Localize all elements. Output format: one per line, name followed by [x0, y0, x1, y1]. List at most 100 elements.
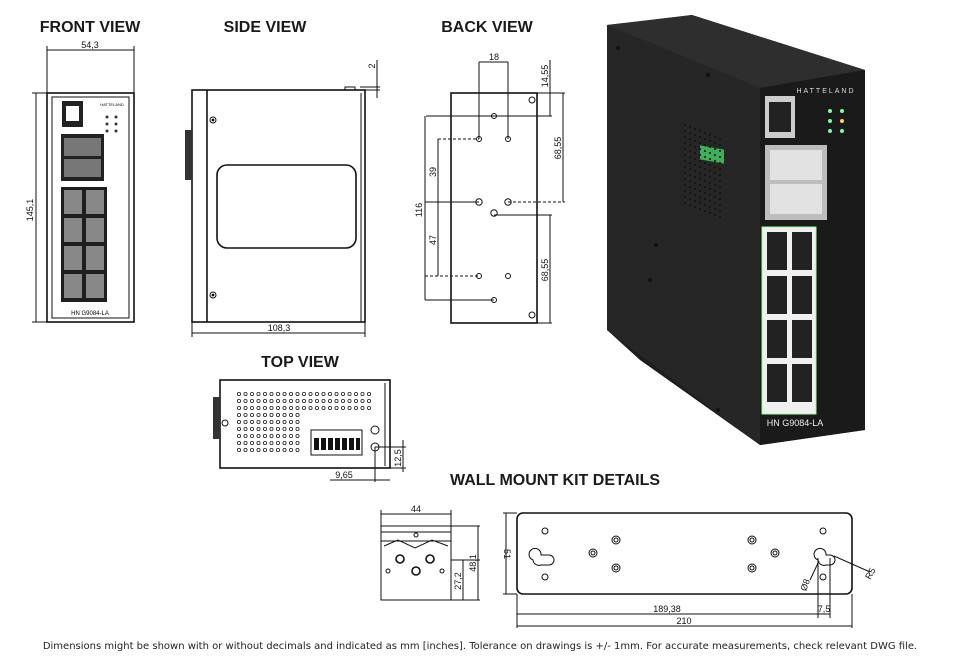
- vent-hole: [704, 198, 706, 200]
- back-68-55-bottom-dim: 68,55: [540, 259, 550, 282]
- vent-hole: [704, 138, 706, 140]
- vent-hole: [282, 426, 287, 431]
- vent-hole: [340, 405, 345, 410]
- vent-hole: [360, 391, 365, 396]
- vent-hole: [275, 433, 280, 438]
- vent-hole: [719, 150, 721, 152]
- vent-hole: [694, 158, 696, 160]
- vent-hole: [714, 208, 716, 210]
- vent-hole: [262, 433, 267, 438]
- vent-hole: [295, 405, 300, 410]
- vent-hole: [236, 426, 241, 431]
- vent-hole: [719, 210, 721, 212]
- vent-hole: [295, 426, 300, 431]
- vent-hole: [699, 136, 701, 138]
- vent-hole: [714, 178, 716, 180]
- vent-hole: [699, 202, 701, 204]
- vent-hole: [694, 194, 696, 196]
- vent-hole: [704, 150, 706, 152]
- top-view-title: TOP VIEW: [261, 354, 340, 371]
- vent-hole: [366, 405, 371, 410]
- vent-hole: [269, 440, 274, 445]
- vent-hole: [689, 186, 691, 188]
- vent-hole: [694, 164, 696, 166]
- vent-hole: [340, 398, 345, 403]
- vent-hole: [269, 398, 274, 403]
- side-depth-dim: 108,3: [268, 323, 291, 333]
- front-view: FRONT VIEW 54,3 145,1 HATTELAND HN G9084…: [25, 19, 141, 323]
- vent-hole: [689, 156, 691, 158]
- vent-hole: [275, 447, 280, 452]
- plate-51-dim: 51: [502, 549, 512, 559]
- vent-hole: [699, 160, 701, 162]
- vent-hole: [321, 398, 326, 403]
- vent-hole: [684, 136, 686, 138]
- vent-hole: [327, 398, 332, 403]
- vent-hole: [684, 166, 686, 168]
- side-offset-dim: 2: [367, 63, 377, 68]
- vent-hole: [684, 130, 686, 132]
- vent-hole: [684, 178, 686, 180]
- vent-hole: [295, 419, 300, 424]
- vent-hole: [334, 391, 339, 396]
- top-view: TOP VIEW 12,5 9,65: [213, 354, 406, 482]
- vent-hole: [295, 391, 300, 396]
- vent-hole: [719, 216, 721, 218]
- vent-hole: [275, 426, 280, 431]
- vent-hole: [699, 208, 701, 210]
- vent-hole: [295, 398, 300, 403]
- vent-hole: [269, 412, 274, 417]
- vent-hole: [699, 178, 701, 180]
- vent-hole: [709, 134, 711, 136]
- vent-hole: [249, 447, 254, 452]
- vent-hole: [684, 172, 686, 174]
- vent-hole: [256, 426, 261, 431]
- vent-hole: [709, 200, 711, 202]
- vent-hole: [249, 440, 254, 445]
- vent-hole: [704, 162, 706, 164]
- vent-hole: [301, 398, 306, 403]
- vent-hole: [689, 126, 691, 128]
- vent-hole: [704, 192, 706, 194]
- vent-hole: [719, 186, 721, 188]
- vent-hole: [714, 148, 716, 150]
- vent-hole: [714, 154, 716, 156]
- vent-hole: [275, 398, 280, 403]
- vent-hole: [243, 419, 248, 424]
- vent-hole: [714, 196, 716, 198]
- vent-hole: [282, 391, 287, 396]
- vent-hole: [282, 398, 287, 403]
- vent-hole: [689, 192, 691, 194]
- vent-hole: [288, 426, 293, 431]
- plate-7-5-dim: 7,5: [818, 604, 831, 614]
- vent-hole: [699, 154, 701, 156]
- vent-hole: [709, 194, 711, 196]
- top-9-65-dim: 9,65: [335, 470, 353, 480]
- vent-hole: [694, 134, 696, 136]
- vent-hole: [709, 146, 711, 148]
- front-model-label: HN G9084-LA: [71, 311, 109, 317]
- vent-hole: [684, 190, 686, 192]
- vent-hole: [353, 391, 358, 396]
- vent-hole: [236, 433, 241, 438]
- vent-hole: [704, 204, 706, 206]
- vent-hole: [689, 144, 691, 146]
- vent-hole: [295, 433, 300, 438]
- vent-hole: [301, 405, 306, 410]
- vent-hole: [704, 180, 706, 182]
- vent-hole: [366, 398, 371, 403]
- vent-hole: [699, 190, 701, 192]
- vent-hole: [714, 172, 716, 174]
- vent-hole: [282, 447, 287, 452]
- vent-hole: [714, 184, 716, 186]
- vent-hole: [709, 140, 711, 142]
- vent-hole: [243, 412, 248, 417]
- vent-hole: [694, 206, 696, 208]
- vent-hole: [709, 152, 711, 154]
- vent-hole: [719, 198, 721, 200]
- vent-hole: [314, 398, 319, 403]
- back-39-dim: 39: [428, 167, 438, 177]
- vent-hole: [699, 166, 701, 168]
- vent-hole: [282, 405, 287, 410]
- vent-hole: [347, 405, 352, 410]
